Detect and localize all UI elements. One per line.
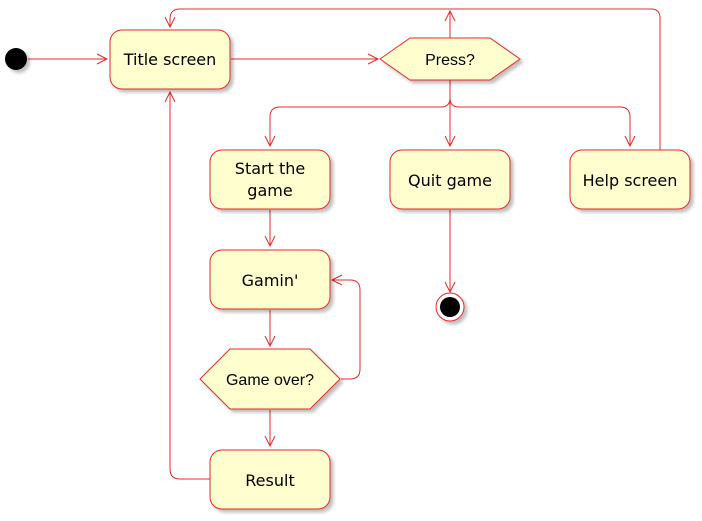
arrowhead	[96, 53, 109, 65]
arrowhead	[264, 435, 276, 448]
node-label: Help screen	[583, 171, 678, 190]
arrowhead	[444, 9, 456, 22]
edge-help-to-title	[169, 8, 661, 150]
start-node	[5, 48, 27, 70]
node-help-screen: Help screen	[569, 149, 691, 210]
arrowhead	[264, 135, 276, 148]
decision-label: Press?	[425, 52, 475, 69]
arrowhead	[264, 335, 276, 348]
node-label: Result	[245, 471, 294, 490]
arrowhead	[264, 235, 276, 248]
node-label: Quit game	[408, 171, 492, 190]
node-result: Result	[209, 449, 331, 510]
edges	[28, 8, 661, 480]
edge-result-to-title	[169, 92, 210, 480]
edge-press-to-start	[269, 97, 451, 146]
node-label: Title screen	[123, 50, 217, 69]
arrowhead	[444, 281, 456, 294]
decision-label: Game over?	[226, 372, 314, 389]
node-label: game	[247, 181, 292, 200]
decision-game-over: Game over?	[199, 348, 341, 410]
arrowhead	[444, 135, 456, 148]
node-label: Gamin'	[242, 271, 299, 290]
arrowhead	[624, 135, 636, 148]
node-title-screen: Title screen	[109, 29, 231, 90]
edge-press-to-split	[449, 80, 631, 146]
node-quit-game: Quit game	[389, 149, 511, 210]
edge-gameover-to-gamin	[332, 279, 361, 380]
end-node	[435, 292, 465, 322]
node-start-game: Start the game	[209, 149, 331, 210]
arrowhead	[330, 274, 343, 286]
arrowhead	[164, 90, 176, 103]
node-label: Start the	[235, 159, 305, 178]
arrowhead	[367, 53, 380, 65]
node-gamin: Gamin'	[209, 249, 331, 310]
decision-press: Press?	[379, 37, 521, 81]
arrowhead	[164, 16, 176, 29]
